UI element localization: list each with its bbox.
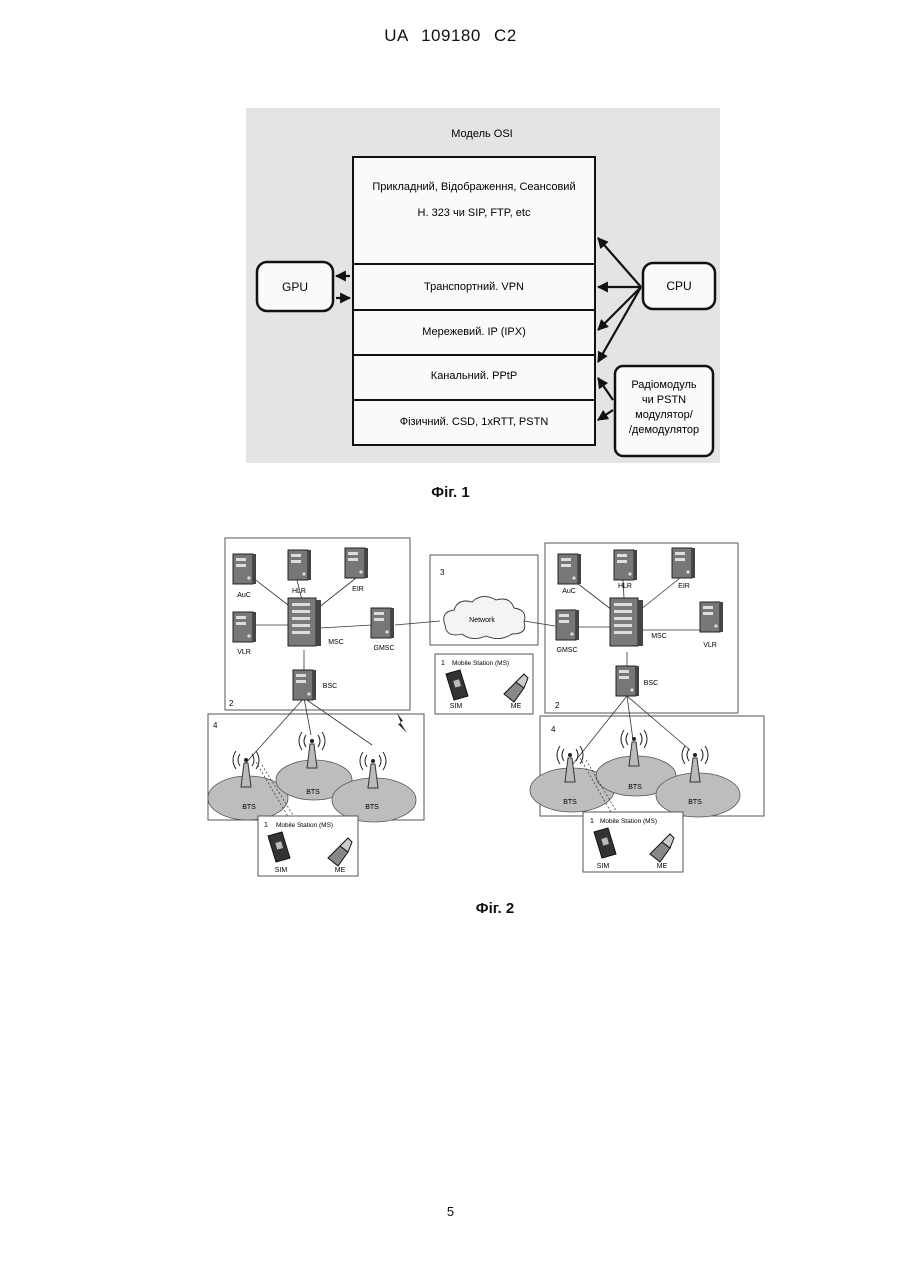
fig1-caption: Фіг. 1 bbox=[0, 484, 901, 501]
left-bts-number: 4 bbox=[213, 721, 218, 730]
left-core-number: 2 bbox=[229, 699, 234, 708]
network-label: Network bbox=[469, 617, 495, 624]
osi-title: Модель OSI bbox=[451, 128, 513, 140]
cpu-arrow-application bbox=[598, 238, 641, 287]
right-gmsc-label: GMSC bbox=[557, 647, 578, 654]
right-hlr-label: HLR bbox=[618, 583, 632, 590]
osi-layer-transport: Транспортний. VPN bbox=[424, 281, 524, 293]
middle-ms-number: 1 bbox=[441, 660, 445, 667]
osi-layer-datalink: Канальний. PPtP bbox=[431, 370, 517, 382]
page-number: 5 bbox=[0, 1204, 901, 1219]
left-gmsc-server-icon bbox=[371, 608, 394, 638]
left-hlr-label: HLR bbox=[292, 588, 306, 595]
left-hlr-server-icon bbox=[288, 550, 311, 580]
left-msc-label: MSC bbox=[328, 639, 344, 646]
left-gmsc-label: GMSC bbox=[374, 645, 395, 652]
radio-module-line3: модулятор/ bbox=[635, 409, 694, 421]
network-link-right bbox=[524, 621, 555, 626]
right-auc-label: AuC bbox=[562, 588, 576, 595]
right-ms-number: 1 bbox=[590, 818, 594, 825]
right-bsc-server-icon bbox=[616, 666, 639, 696]
right-msc-label: MSC bbox=[651, 633, 667, 640]
right-auc-server-icon bbox=[558, 554, 581, 584]
osi-stack-box bbox=[353, 157, 595, 445]
radio-arrow-datalink bbox=[598, 378, 613, 400]
right-vlr-server-icon bbox=[700, 602, 723, 632]
radio-arrow-physical bbox=[598, 410, 613, 420]
osi-layer-application: Прикладний, Відображення, Сеансовий bbox=[372, 181, 575, 193]
left-bsc-label: BSC bbox=[323, 683, 337, 690]
left-sim-label: SIM bbox=[275, 867, 288, 874]
left-vlr-server-icon bbox=[233, 612, 256, 642]
osi-layer-physical: Фізичний. CSD, 1xRTT, PSTN bbox=[400, 416, 549, 428]
left-eir-server-icon bbox=[345, 548, 368, 578]
left-bsc-server-icon bbox=[293, 670, 316, 700]
left-msc-switch-icon bbox=[288, 598, 321, 646]
osi-layer-application-protocols: H. 323 чи SIP, FTP, etc bbox=[418, 207, 531, 219]
middle-sim-label: SIM bbox=[450, 703, 463, 710]
osi-layer-network: Мережевий. IP (IPX) bbox=[422, 326, 526, 338]
right-msc-switch-icon bbox=[610, 598, 643, 646]
left-ms-title: Mobile Station (MS) bbox=[276, 822, 333, 829]
left-radio-lightning-icon bbox=[397, 713, 407, 733]
left-bts-label-2: BTS bbox=[306, 789, 320, 796]
network-link-left bbox=[395, 621, 440, 625]
network-number: 3 bbox=[440, 568, 445, 577]
left-vlr-label: VLR bbox=[237, 649, 251, 656]
radio-module-line4: /демодулятор bbox=[629, 424, 699, 436]
left-auc-server-icon bbox=[233, 554, 256, 584]
right-ms-title: Mobile Station (MS) bbox=[600, 818, 657, 825]
left-auc-label: AuC bbox=[237, 592, 251, 599]
fig2-caption: Фіг. 2 bbox=[0, 900, 901, 917]
right-core-number: 2 bbox=[555, 701, 560, 710]
middle-me-label: ME bbox=[511, 703, 522, 710]
fig1-osi-diagram: Модель OSI Прикладний, Відображення, Сеа… bbox=[0, 0, 901, 500]
gpu-label: GPU bbox=[282, 280, 308, 294]
right-bts-label-1: BTS bbox=[563, 799, 577, 806]
right-bts-label-2: BTS bbox=[628, 784, 642, 791]
left-me-label: ME bbox=[335, 867, 346, 874]
right-eir-server-icon bbox=[672, 548, 695, 578]
radio-module-line2: чи PSTN bbox=[642, 394, 686, 406]
right-gmsc-server-icon bbox=[556, 610, 579, 640]
right-bsc-label: BSC bbox=[644, 680, 658, 687]
right-bts-label-3: BTS bbox=[688, 799, 702, 806]
cpu-label: CPU bbox=[666, 279, 691, 293]
middle-ms-title: Mobile Station (MS) bbox=[452, 660, 509, 667]
right-hlr-server-icon bbox=[614, 550, 637, 580]
right-bts-number: 4 bbox=[551, 725, 556, 734]
right-me-label: ME bbox=[657, 863, 668, 870]
radio-module-line1: Радіомодуль bbox=[631, 379, 697, 391]
right-vlr-label: VLR bbox=[703, 642, 717, 649]
left-eir-label: EIR bbox=[352, 586, 364, 593]
left-bts-label-3: BTS bbox=[365, 804, 379, 811]
right-sim-label: SIM bbox=[597, 863, 610, 870]
left-ms-number: 1 bbox=[264, 822, 268, 829]
left-bts-label-1: BTS bbox=[242, 804, 256, 811]
right-eir-label: EIR bbox=[678, 583, 690, 590]
fig2-gsm-network-diagram: 2 4 AuC HLR EIR VLR MSC GMSC BSC BTS BTS… bbox=[0, 530, 901, 890]
